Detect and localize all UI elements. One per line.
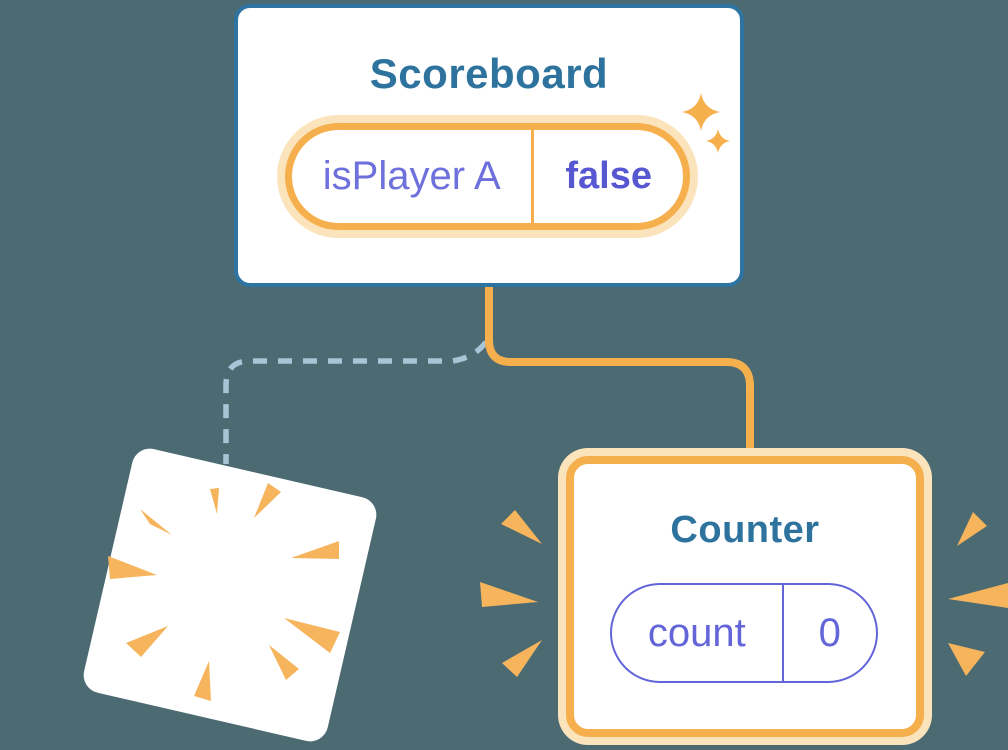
burst-rays-icon-right	[948, 512, 1008, 676]
state-variable-name: isPlayer A	[292, 130, 535, 223]
scoreboard-component-card: Scoreboard isPlayer A false	[234, 4, 744, 287]
removed-card-body	[83, 448, 377, 742]
solid-connector-line	[485, 286, 754, 456]
poof-burst-icon	[108, 483, 340, 701]
burst-rays-icon-left	[480, 510, 542, 677]
state-variable-name: count	[612, 585, 784, 681]
counter-state-pill: count 0	[610, 583, 878, 683]
scoreboard-title: Scoreboard	[369, 50, 609, 97]
counter-title: Counter	[670, 509, 820, 551]
removed-component-card	[83, 448, 377, 742]
scoreboard-state-pill: isPlayer A false	[285, 123, 690, 230]
state-variable-value: 0	[818, 610, 841, 655]
state-variable-value: false	[565, 155, 652, 197]
dashed-connector-line	[223, 340, 489, 464]
counter-component-card: Counter count 0	[566, 456, 924, 737]
